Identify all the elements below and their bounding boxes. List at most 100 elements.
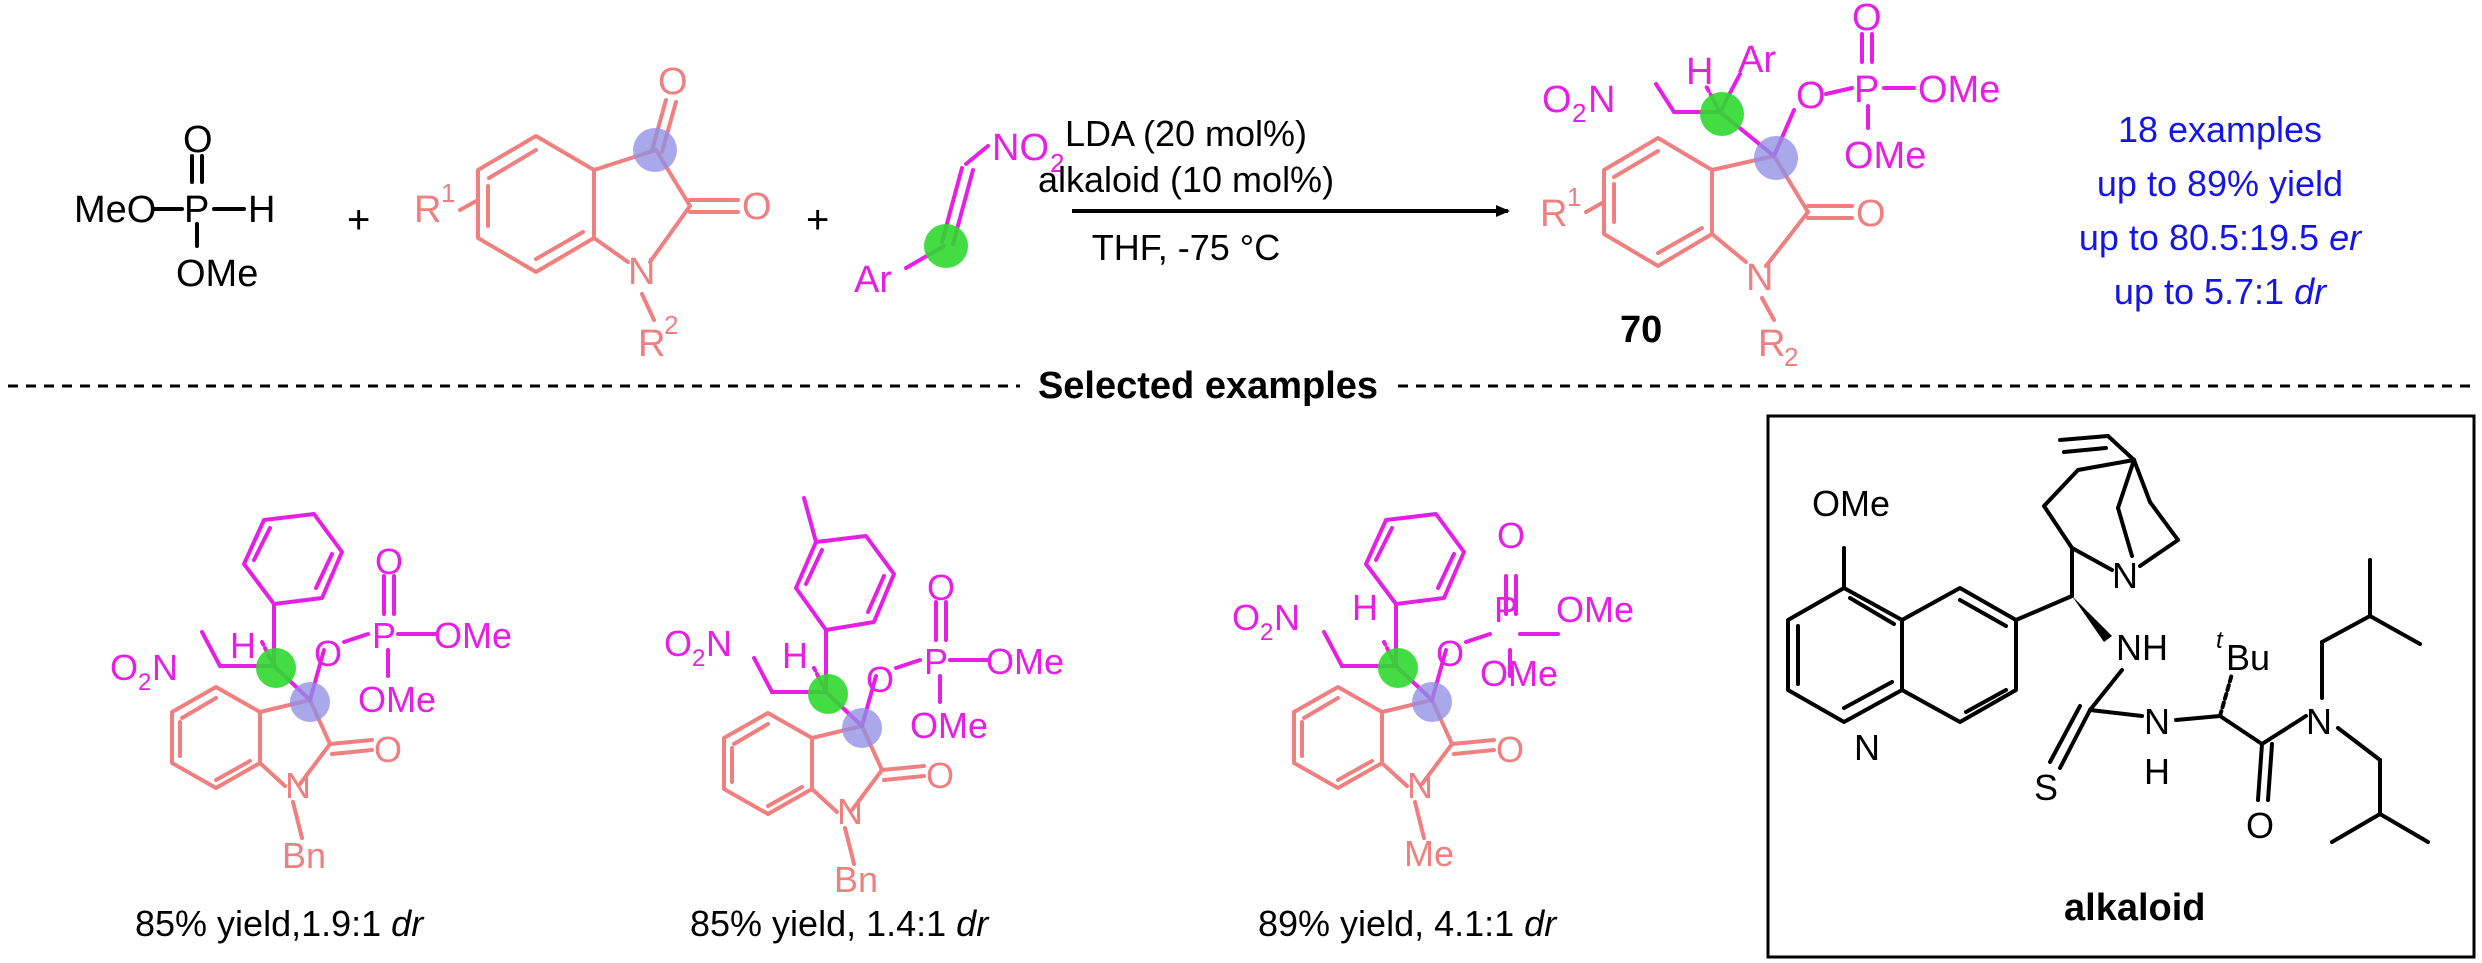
example-3-o-carbonyl: O: [1496, 729, 1524, 770]
section-heading: Selected examples: [1038, 365, 1378, 407]
example-3-o-link: O: [1436, 633, 1464, 674]
example-2-ome-bottom: OMe: [910, 705, 988, 746]
nitroalkene: NO 2 Ar: [854, 127, 1064, 301]
catalyst-tbu-sup: t: [2216, 627, 2224, 654]
catalyst-amide-n: N: [2306, 701, 2332, 742]
example-2-yield: 85% yield, 1.4:1 dr: [690, 903, 990, 944]
dimethyl-phosphite: MeO P H O OMe: [74, 119, 275, 295]
example-1-o2n-sub: 2: [138, 669, 151, 696]
product-r1: R: [1540, 193, 1567, 235]
example-2-o-double: O: [927, 567, 955, 608]
product-o2n-n: N: [1588, 79, 1615, 121]
phosphite-meo: MeO: [74, 189, 156, 231]
product-r2-sub: 2: [1784, 342, 1798, 372]
catalyst-ome: OMe: [1812, 483, 1890, 524]
product-ome-bottom: OMe: [1844, 135, 1926, 177]
summary: 18 examples up to 89% yield up to 80.5:1…: [2079, 109, 2363, 312]
phosphite-o: O: [183, 119, 213, 161]
isatin-n: N: [628, 251, 655, 293]
example-1-yield: 85% yield,1.9:1 dr: [135, 903, 425, 944]
isatin-o-top: O: [658, 61, 688, 103]
nitroalkene-ar: Ar: [854, 259, 892, 301]
example-2-h: H: [782, 635, 808, 676]
example-2-p: P: [924, 641, 948, 682]
product-ome-right: OMe: [1918, 69, 2000, 111]
example-3-o2n-sub: 2: [1260, 619, 1273, 646]
example-3-n-substituent: Me: [1404, 833, 1454, 874]
example-3-o-double: O: [1497, 515, 1525, 556]
catalyst-label: alkaloid: [2064, 887, 2206, 929]
isatin-r2-sup: 2: [664, 310, 678, 340]
catalyst-amide-o: O: [2246, 805, 2274, 846]
product-o-double: O: [1852, 0, 1882, 39]
example-3-o2n-o: O: [1232, 597, 1260, 638]
catalyst-h: H: [2144, 751, 2170, 792]
example-2-purple-marker: [842, 708, 882, 748]
example-3-n: N: [1407, 765, 1433, 806]
summary-dr: up to 5.7:1 dr: [2114, 271, 2328, 312]
product-70: O N R 2 R 1 O P OMe O OMe O 2 N H Ar 70: [1540, 0, 2000, 372]
nitroalkene-no2-sub: 2: [1050, 148, 1064, 178]
catalyst-nh: NH: [2116, 627, 2168, 668]
catalyst-box: N OMe N NH S N H t Bu: [1766, 414, 2476, 959]
isatin-o-right: O: [742, 186, 772, 228]
phosphite-h: H: [248, 189, 275, 231]
isatin-r1-sup: 1: [441, 178, 455, 208]
example-2-green-marker: [808, 674, 848, 714]
example-3-o2n-n: N: [1274, 597, 1300, 638]
example-2-n: N: [837, 791, 863, 832]
example-3-yield: 89% yield, 4.1:1 dr: [1258, 903, 1558, 944]
example-2-o2n-n: N: [706, 623, 732, 664]
example-2-o2n-sub: 2: [692, 645, 705, 672]
example-1-ome-right: OMe: [434, 615, 512, 656]
phosphite-ome: OMe: [176, 253, 258, 295]
catalyst-quinuclidine-n: N: [2112, 555, 2138, 596]
isatin-r1: R: [414, 189, 441, 231]
catalyst-quinoline-n: N: [1854, 727, 1880, 768]
example-1-ome-bottom: OMe: [358, 679, 436, 720]
example-1-n: N: [285, 765, 311, 806]
reaction-arrow: LDA (20 mol%) alkaloid (10 mol%) THF, -7…: [1038, 113, 1510, 268]
product-ar: Ar: [1738, 39, 1776, 81]
example-3-ome-right: OMe: [1556, 589, 1634, 630]
product-r2: R: [1758, 323, 1785, 365]
example-3: [1292, 512, 1560, 840]
example-1-purple-marker: [290, 682, 330, 722]
example-1-o-carbonyl: O: [374, 729, 402, 770]
example-1-o2n-n: N: [152, 647, 178, 688]
summary-examples: 18 examples: [2118, 109, 2322, 150]
example-2-o2n-o: O: [664, 623, 692, 664]
example-2: [722, 496, 990, 866]
product-p: P: [1854, 69, 1879, 111]
conditions: THF, -75 °C: [1092, 227, 1280, 268]
example-1-p: P: [372, 615, 396, 656]
example-2-n-substituent: Bn: [834, 859, 878, 900]
example-1-o2n-o: O: [110, 647, 138, 688]
nitroalkene-stereocenter-marker: [924, 224, 968, 268]
example-3-ome-bottom: OMe: [1480, 653, 1558, 694]
product-n: N: [1746, 257, 1773, 299]
plus-sign-2: +: [806, 198, 829, 242]
product-purple-marker: [1754, 136, 1798, 180]
compound-number: 70: [1620, 309, 1662, 351]
reagents-line-1: LDA (20 mol%): [1065, 113, 1307, 154]
nitroalkene-no2: NO: [992, 127, 1049, 169]
catalyst-s: S: [2034, 767, 2058, 808]
example-2-o-link: O: [866, 659, 894, 700]
example-1-o-link: O: [314, 633, 342, 674]
product-r1-sup: 1: [1567, 182, 1581, 212]
example-1-green-marker: [256, 648, 296, 688]
product-o2n-sub: 2: [1572, 98, 1586, 128]
product-o2n-o: O: [1542, 79, 1572, 121]
isatin: O O N R 2 R 1: [414, 61, 772, 365]
catalyst-n-thiourea: N: [2144, 701, 2170, 742]
isatin-r2: R: [638, 323, 665, 365]
example-2-o-carbonyl: O: [926, 755, 954, 796]
example-1-n-substituent: Bn: [282, 835, 326, 876]
product-o-carbonyl: O: [1856, 193, 1886, 235]
product-h: H: [1686, 51, 1713, 93]
catalyst-tbu: Bu: [2226, 637, 2270, 678]
plus-sign: +: [347, 198, 370, 242]
summary-er: up to 80.5:19.5 er: [2079, 217, 2363, 258]
